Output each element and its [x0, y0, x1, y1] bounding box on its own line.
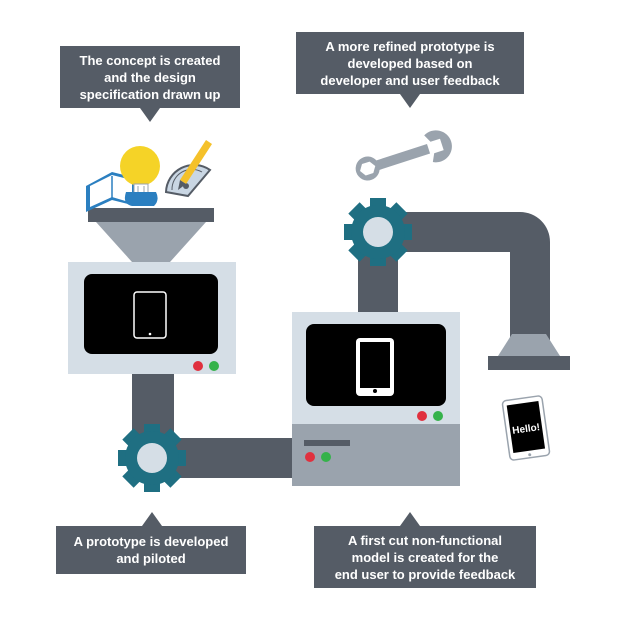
callout-prototype: A prototype is developed and piloted	[56, 526, 246, 574]
concept-items	[86, 140, 212, 212]
phone-icon	[356, 338, 394, 396]
gear-icon	[118, 424, 186, 492]
callout-first-cut-pointer	[400, 512, 420, 526]
prototype-machine	[68, 262, 236, 374]
pipe-elbow-right	[370, 212, 550, 340]
machine-base	[292, 424, 460, 486]
model-machine	[292, 312, 460, 486]
callout-refined-pointer	[400, 94, 420, 108]
outlet-funnel	[488, 334, 570, 370]
red-light	[417, 411, 427, 421]
callout-refined: A more refined prototype is developed ba…	[296, 32, 524, 94]
red-light	[193, 361, 203, 371]
callout-first-cut-text: A first cut non-functional model is crea…	[334, 532, 516, 582]
callout-prototype-pointer	[142, 512, 162, 526]
green-light	[321, 452, 331, 462]
green-light	[433, 411, 443, 421]
callout-concept-text: The concept is created and the design sp…	[79, 52, 221, 102]
slot	[304, 440, 350, 446]
tablet-icon	[133, 291, 167, 339]
gear-icon	[344, 198, 412, 266]
hand-icon	[124, 192, 158, 206]
green-light	[209, 361, 219, 371]
phone-screen-text: Hello!	[512, 422, 541, 437]
callout-concept-pointer	[140, 108, 160, 122]
output-phone: Hello!	[501, 395, 551, 461]
callout-concept: The concept is created and the design sp…	[60, 46, 240, 108]
wrench-icon	[355, 130, 452, 181]
pencil-icon	[178, 140, 212, 190]
callout-prototype-text: A prototype is developed and piloted	[73, 534, 229, 566]
callout-refined-text: A more refined prototype is developed ba…	[320, 38, 500, 88]
book-icon	[86, 172, 136, 212]
input-funnel	[88, 208, 214, 262]
red-light	[305, 452, 315, 462]
callout-first-cut: A first cut non-functional model is crea…	[314, 526, 536, 588]
